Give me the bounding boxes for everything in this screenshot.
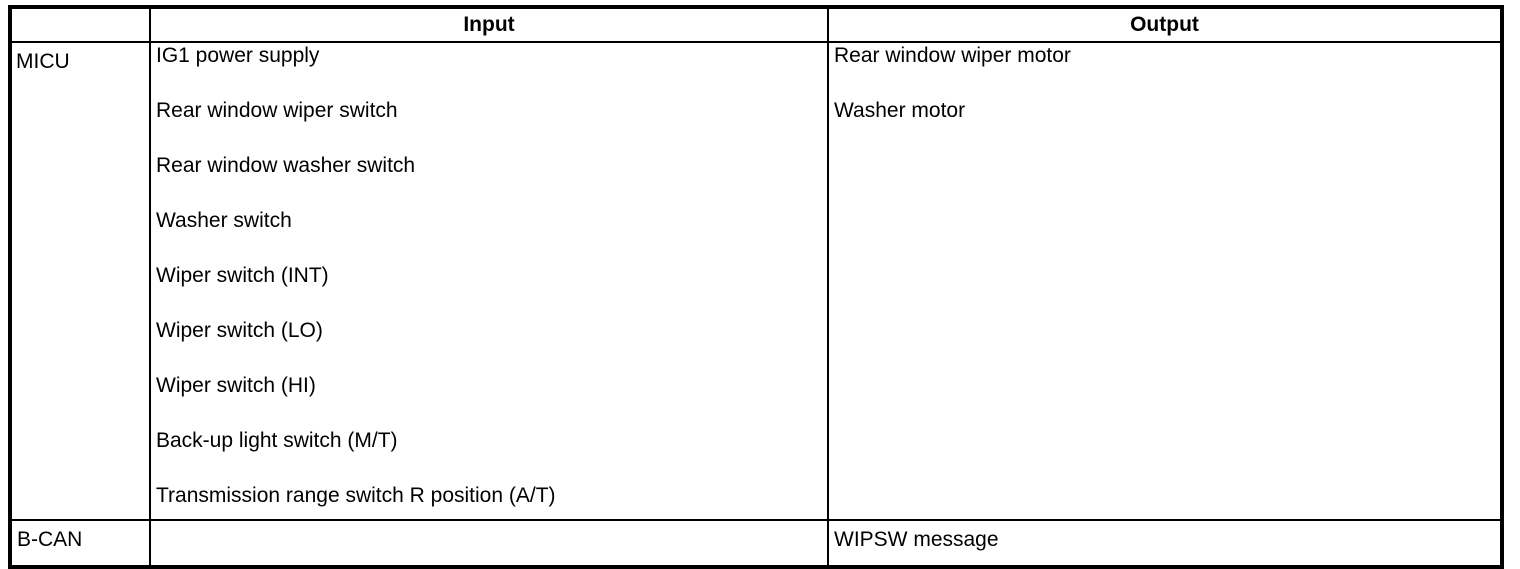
cell-output-bcan: WIPSW message	[827, 519, 1503, 568]
output-list-micu: Rear window wiper motor Washer motor	[829, 43, 1500, 134]
cell-system-bcan: B-CAN	[9, 519, 151, 568]
table-row-micu: MICU IG1 power supply Rear window wiper …	[9, 41, 1503, 521]
input-output-table: Input Output MICU IG1 power supply Rear …	[8, 5, 1504, 569]
column-header-output: Output	[827, 6, 1503, 43]
table-header: Input Output	[9, 6, 1503, 43]
table-header-row: Input Output	[9, 6, 1503, 43]
list-item: IG1 power supply	[156, 44, 320, 67]
list-item: Wiper switch (LO)	[156, 319, 323, 342]
cell-input-micu: IG1 power supply Rear window wiper switc…	[149, 41, 829, 521]
list-item: Wiper switch (HI)	[156, 374, 316, 397]
list-item: Rear window wiper switch	[156, 99, 398, 122]
cell-output-micu: Rear window wiper motor Washer motor	[827, 41, 1503, 521]
system-label-bcan: B-CAN	[17, 528, 83, 551]
list-item: Back-up light switch (M/T)	[156, 429, 398, 452]
list-item: Rear window washer switch	[156, 154, 416, 177]
cell-input-bcan	[149, 519, 829, 568]
input-list-micu: IG1 power supply Rear window wiper switc…	[151, 43, 827, 519]
cell-system-micu: MICU	[9, 41, 151, 521]
output-item-bcan: WIPSW message	[834, 528, 999, 551]
system-label-micu: MICU	[16, 50, 70, 73]
list-item: Washer switch	[156, 209, 292, 232]
list-item: Rear window wiper motor	[834, 44, 1071, 67]
list-item: Washer motor	[834, 99, 966, 122]
list-item: Transmission range switch R position (A/…	[156, 484, 556, 507]
table-row-bcan: B-CAN WIPSW message	[9, 519, 1503, 568]
table-body: MICU IG1 power supply Rear window wiper …	[9, 41, 1503, 568]
list-item: Wiper switch (INT)	[156, 264, 329, 287]
column-header-system	[9, 6, 151, 43]
column-header-input: Input	[149, 6, 829, 43]
